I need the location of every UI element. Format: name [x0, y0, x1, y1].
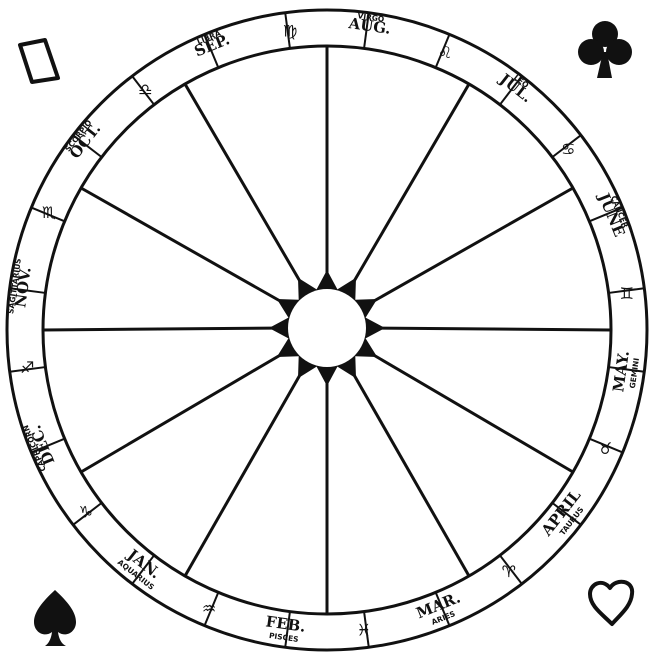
- spoke: [368, 328, 611, 330]
- zodiac-glyph-icon: ♑: [79, 503, 93, 522]
- zodiac-glyph-icon: ♎: [138, 80, 152, 99]
- zodiac-glyph-icon: ♒: [202, 599, 216, 618]
- zodiac-glyph-icon: ♈: [502, 562, 516, 581]
- zodiac-glyph-icon: ♓: [357, 621, 371, 640]
- zodiac-glyph-icon: ♉: [598, 439, 612, 458]
- zodiac-glyph-icon: ♋: [561, 139, 575, 158]
- zodiac-glyph-icon: ♌: [438, 43, 452, 62]
- hub-center: [288, 289, 366, 367]
- zodiac-glyph-icon: ♐: [20, 358, 34, 377]
- zodiac-glyph-icon: ♏: [42, 203, 56, 222]
- spoke: [43, 328, 286, 330]
- zodiac-glyph-icon: ♊: [620, 284, 634, 303]
- zodiac-glyph-icon: ♍: [283, 21, 297, 40]
